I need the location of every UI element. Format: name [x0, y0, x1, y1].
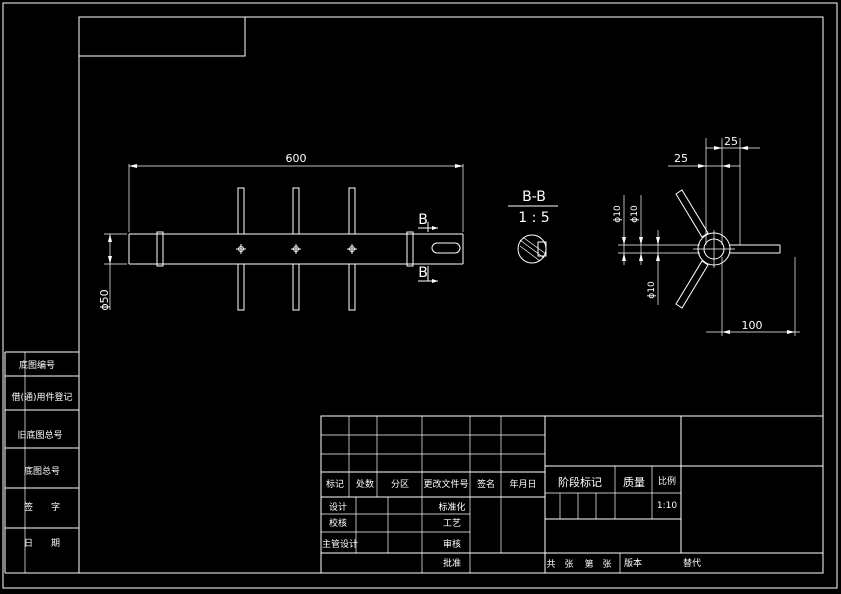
stage-mark-label: 阶段标记	[558, 475, 602, 489]
dim-overall-length: 600	[286, 152, 307, 165]
stamp-drawing-no: 底图编号	[19, 359, 55, 371]
role-check: 校核	[329, 517, 347, 529]
dim-top-b: 25	[674, 152, 688, 165]
stamp-old-master-no: 旧底图总号	[17, 429, 62, 441]
hdr-date: 年月日	[509, 478, 536, 490]
dim-blade-length: 100	[742, 319, 763, 332]
hub-side-view: 25 25 ϕ10 ϕ10 ϕ10 100	[613, 135, 800, 336]
sheet-number: 第 张	[584, 558, 611, 570]
role-process: 工艺	[443, 518, 461, 529]
hdr-mark: 标记	[326, 478, 344, 490]
section-marker-top: B	[418, 212, 428, 228]
role-review: 审核	[443, 538, 461, 550]
weight-label: 质量	[623, 476, 645, 489]
section-marker-bottom: B	[418, 265, 428, 281]
version-label: 版本	[624, 557, 642, 569]
role-standardization: 标准化	[438, 501, 465, 513]
hdr-count: 处数	[356, 478, 374, 490]
dim-side-d1: ϕ10	[613, 205, 623, 223]
section-bb-view: B-B 1 : 5	[508, 189, 558, 264]
section-scale: 1 : 5	[518, 210, 549, 226]
role-design: 设计	[329, 501, 347, 513]
dim-top-a: 25	[724, 135, 738, 148]
role-chief-design: 主管设计	[322, 538, 358, 550]
hdr-signature: 签名	[477, 478, 495, 490]
role-approve: 批准	[443, 557, 461, 569]
stamp-date: 日 期	[24, 538, 60, 549]
left-stamp-column: 底图编号 借(通)用件登记 旧底图总号 底图总号 签 字 日 期	[4, 351, 79, 574]
sheet-total: 共 张	[546, 559, 573, 570]
stamp-signature: 签 字	[24, 501, 60, 513]
shaft-front-view: 600 ϕ50 B B	[98, 152, 464, 311]
hdr-change-doc: 更改文件号	[423, 478, 468, 490]
dim-diameter: ϕ50	[98, 289, 111, 310]
hdr-zone: 分区	[391, 479, 409, 490]
scale-value: 1:10	[657, 501, 677, 511]
top-left-code-box	[78, 16, 246, 57]
scale-label: 比例	[658, 475, 676, 487]
title-block: 标记 处数 分区 更改文件号 签名 年月日 设计 校核 主管设计 标准化 工艺 …	[320, 415, 824, 574]
stamp-master-no: 底图总号	[24, 465, 60, 477]
dim-side-d2: ϕ10	[630, 205, 640, 223]
stamp-borrowed-parts: 借(通)用件登记	[11, 391, 72, 403]
section-title: B-B	[522, 189, 546, 205]
dim-side-d3: ϕ10	[647, 281, 657, 299]
replace-label: 替代	[683, 557, 701, 569]
